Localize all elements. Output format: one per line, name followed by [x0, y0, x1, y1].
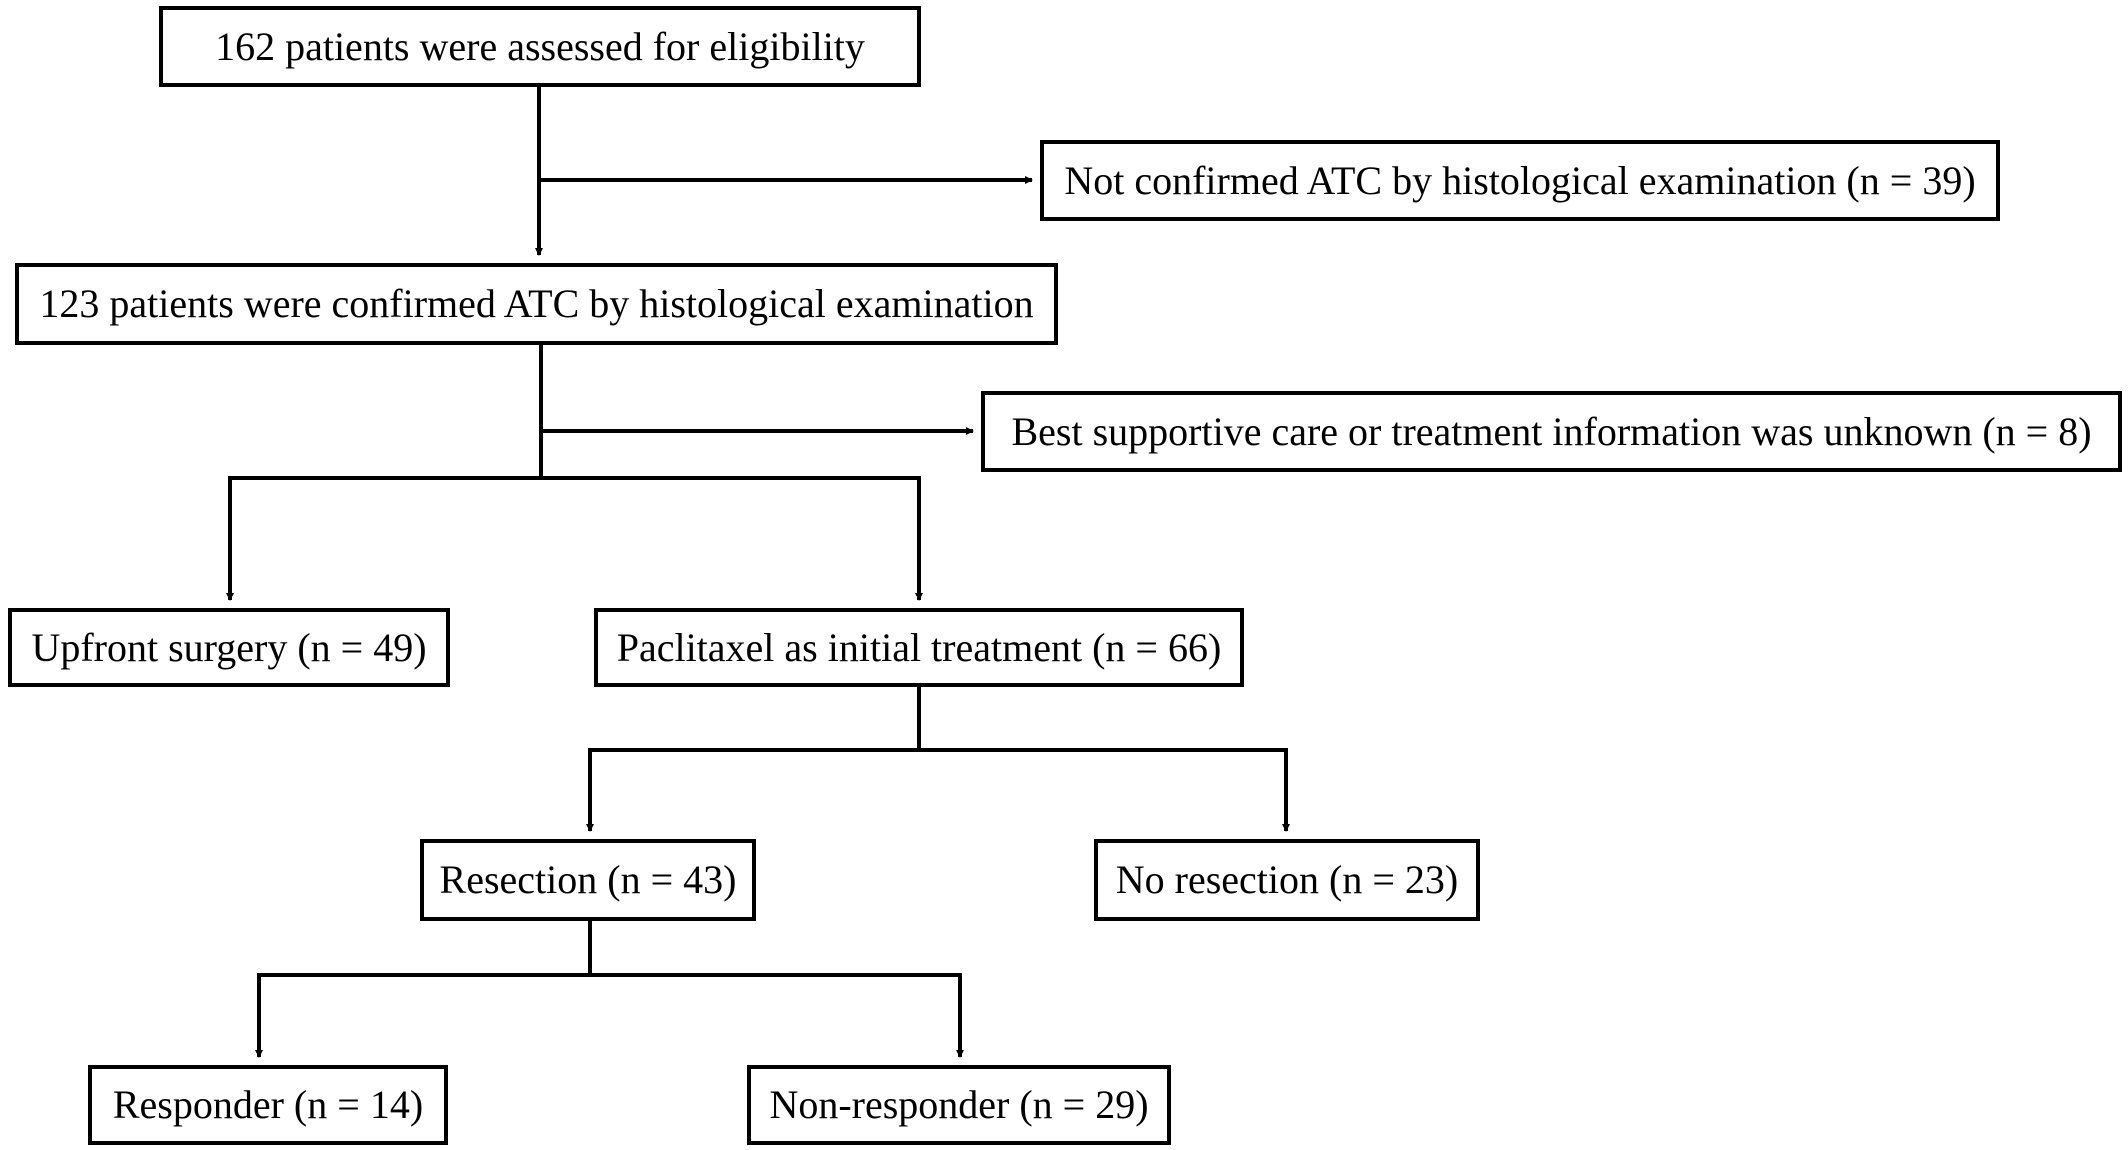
responder-box: Responder (n = 14) — [88, 1065, 448, 1145]
nonresponder-box: Non-responder (n = 29) — [747, 1065, 1171, 1145]
not-confirmed-box: Not confirmed ATC by histological examin… — [1040, 140, 2000, 221]
upfront-surgery-box: Upfront surgery (n = 49) — [8, 608, 450, 687]
confirmed-box: 123 patients were confirmed ATC by histo… — [15, 263, 1058, 345]
assessed-box: 162 patients were assessed for eligibili… — [159, 6, 921, 87]
best-supportive-care-box: Best supportive care or treatment inform… — [981, 391, 2122, 472]
no-resection-box: No resection (n = 23) — [1094, 839, 1480, 921]
paclitaxel-box: Paclitaxel as initial treatment (n = 66) — [594, 608, 1244, 687]
resection-box: Resection (n = 43) — [420, 839, 756, 921]
